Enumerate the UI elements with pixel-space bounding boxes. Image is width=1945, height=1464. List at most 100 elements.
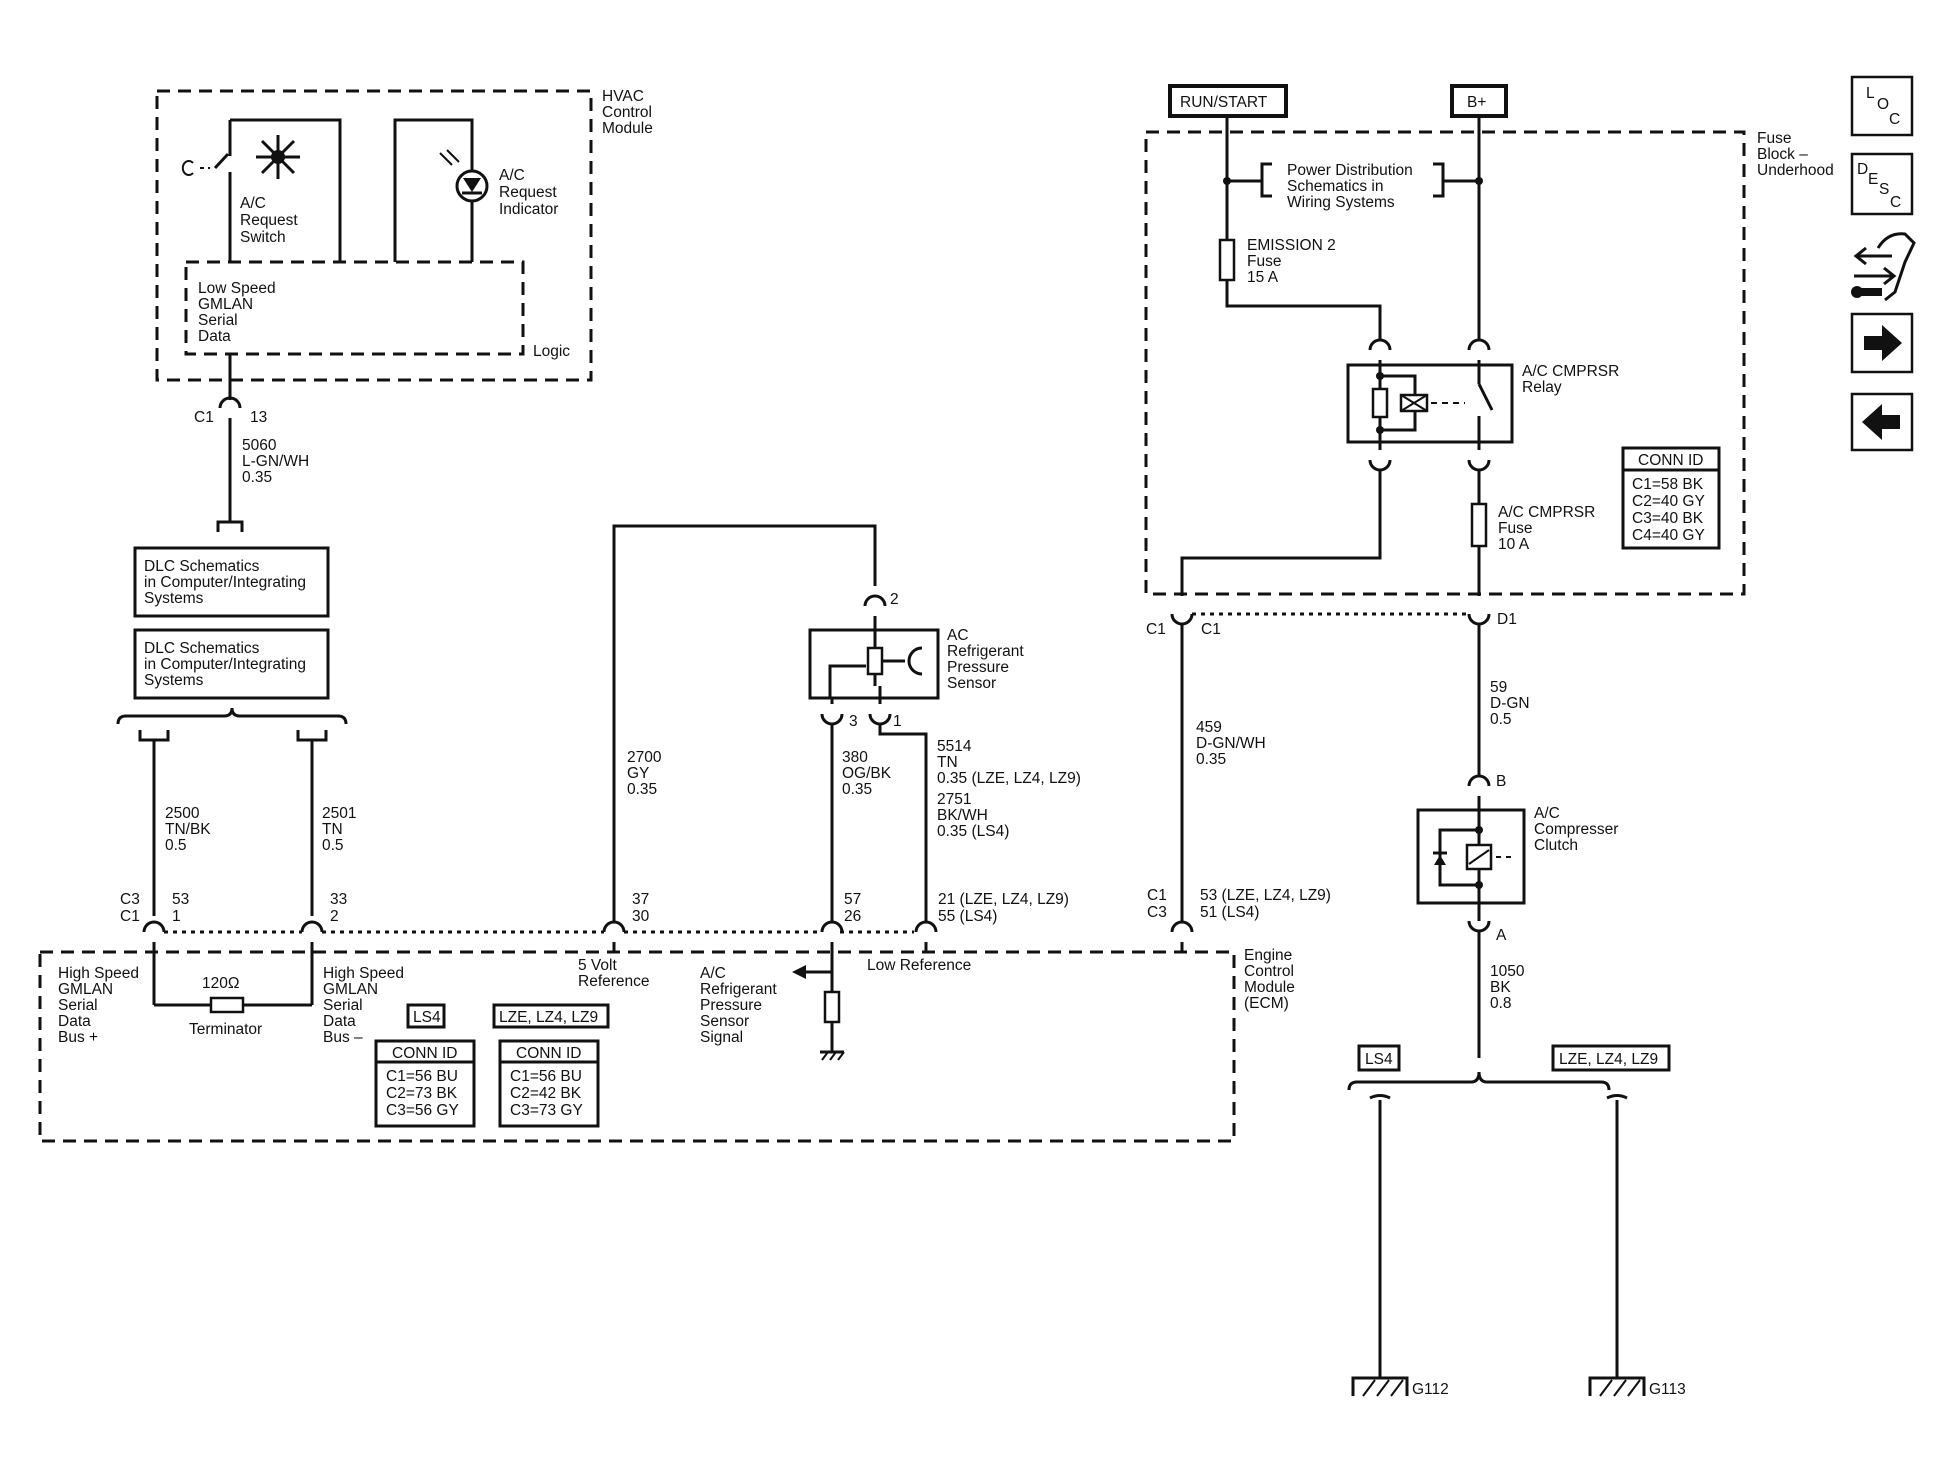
svg-text:Serial: Serial bbox=[198, 312, 238, 329]
svg-text:LZE, LZ4, LZ9: LZE, LZ4, LZ9 bbox=[1559, 1051, 1658, 1068]
svg-text:33: 33 bbox=[330, 891, 347, 908]
svg-text:Compresser: Compresser bbox=[1534, 821, 1618, 838]
ac-cmprsr-relay: A/C CMPRSR Relay bbox=[1346, 360, 1619, 450]
ac-request-switch: A/C Request Switch bbox=[181, 118, 342, 262]
svg-text:Wiring Systems: Wiring Systems bbox=[1287, 194, 1395, 211]
svg-text:Serial: Serial bbox=[323, 997, 363, 1014]
svg-text:2751: 2751 bbox=[937, 791, 971, 808]
svg-text:C: C bbox=[1889, 111, 1900, 128]
svg-text:A/C: A/C bbox=[499, 167, 525, 184]
svg-text:Sensor: Sensor bbox=[947, 675, 996, 692]
svg-text:BK/WH: BK/WH bbox=[937, 807, 988, 824]
svg-text:2: 2 bbox=[890, 591, 899, 608]
svg-text:C3: C3 bbox=[120, 891, 140, 908]
svg-text:Clutch: Clutch bbox=[1534, 837, 1578, 854]
ac-compressor-clutch: A/C Compresser Clutch bbox=[1416, 796, 1618, 921]
svg-text:Fuse: Fuse bbox=[1757, 130, 1791, 147]
svg-text:55 (LS4): 55 (LS4) bbox=[938, 908, 997, 925]
ground-icon bbox=[820, 1050, 845, 1061]
fuse-block-underhood: RUN/START B+ Fuse Block – Underhood Powe… bbox=[1144, 84, 1834, 638]
svg-text:53: 53 bbox=[172, 891, 189, 908]
hvac-lan-circuit: C1 13 5060 L-GN/WH 0.35 bbox=[194, 354, 309, 532]
svg-text:AC: AC bbox=[947, 627, 969, 644]
svg-text:3: 3 bbox=[849, 713, 858, 730]
svg-text:LS4: LS4 bbox=[1365, 1051, 1393, 1068]
svg-text:G112: G112 bbox=[1412, 1381, 1449, 1398]
description-button[interactable]: D E S C bbox=[1850, 152, 1914, 216]
svg-text:A/C: A/C bbox=[700, 965, 726, 982]
svg-text:Systems: Systems bbox=[144, 590, 204, 607]
svg-text:Underhood: Underhood bbox=[1757, 162, 1834, 179]
lze-ground-tag: LZE, LZ4, LZ9 bbox=[1551, 1044, 1671, 1072]
svg-text:G113: G113 bbox=[1649, 1381, 1686, 1398]
forward-arrow-button[interactable] bbox=[1850, 312, 1914, 374]
svg-text:1: 1 bbox=[893, 713, 902, 730]
dlc-schematic-box-2[interactable]: DLC Schematics in Computer/Integrating S… bbox=[133, 628, 330, 700]
svg-text:0.35 (LZE, LZ4, LZ9): 0.35 (LZE, LZ4, LZ9) bbox=[937, 770, 1081, 787]
svg-text:C2=73 BK: C2=73 BK bbox=[386, 1085, 458, 1102]
svg-text:RUN/START: RUN/START bbox=[1180, 94, 1268, 111]
ac-request-indicator: A/C Request Indicator bbox=[393, 118, 558, 262]
svg-text:C1: C1 bbox=[1146, 621, 1166, 638]
svg-text:Refrigerant: Refrigerant bbox=[947, 643, 1024, 660]
svg-text:53 (LZE, LZ4, LZ9): 53 (LZE, LZ4, LZ9) bbox=[1200, 887, 1331, 904]
lze-option-tag: LZE, LZ4, LZ9 bbox=[492, 1003, 610, 1029]
location-button[interactable]: L O C bbox=[1850, 75, 1914, 137]
svg-text:O: O bbox=[1877, 96, 1889, 113]
svg-text:Logic: Logic bbox=[533, 343, 570, 360]
svg-text:L: L bbox=[1866, 85, 1875, 102]
svg-text:C2=40 GY: C2=40 GY bbox=[1632, 493, 1705, 510]
svg-text:Control: Control bbox=[602, 104, 652, 121]
svg-text:A/C CMPRSR: A/C CMPRSR bbox=[1522, 363, 1619, 380]
emission-2-fuse: EMISSION 2 Fuse 15 A bbox=[1218, 237, 1336, 286]
svg-text:Data: Data bbox=[58, 1013, 91, 1030]
svg-text:Fuse: Fuse bbox=[1247, 253, 1281, 270]
svg-text:Pressure: Pressure bbox=[947, 659, 1009, 676]
svg-text:E: E bbox=[1868, 171, 1878, 188]
compressor-clutch-circuit: 459 D-GN/WH 0.35 C1 C3 53 (LZE, LZ4, LZ9… bbox=[1147, 624, 1686, 1398]
svg-text:1: 1 bbox=[172, 908, 181, 925]
svg-text:51 (LS4): 51 (LS4) bbox=[1200, 904, 1259, 921]
svg-text:C2=42 BK: C2=42 BK bbox=[510, 1085, 582, 1102]
snowflake-icon bbox=[256, 135, 300, 179]
svg-text:Terminator: Terminator bbox=[189, 1021, 262, 1038]
svg-text:L-GN/WH: L-GN/WH bbox=[242, 453, 309, 470]
svg-text:Bus +: Bus + bbox=[58, 1029, 98, 1046]
svg-text:Fuse: Fuse bbox=[1498, 520, 1532, 537]
svg-text:120Ω: 120Ω bbox=[202, 975, 239, 992]
ecm-conn-id-table-ls4: CONN ID C1=56 BU C2=73 BK C3=56 GY bbox=[374, 1039, 476, 1128]
svg-text:DLC Schematics: DLC Schematics bbox=[144, 558, 260, 575]
hvac-control-module: HVAC Control Module A/C Request Switch bbox=[155, 88, 653, 382]
svg-text:C1=56 BU: C1=56 BU bbox=[510, 1068, 582, 1085]
svg-text:37: 37 bbox=[632, 891, 649, 908]
back-arrow-button[interactable] bbox=[1850, 392, 1914, 452]
svg-text:Pressure: Pressure bbox=[700, 997, 762, 1014]
svg-text:0.5: 0.5 bbox=[165, 837, 187, 854]
dlc-schematic-box-1[interactable]: DLC Schematics in Computer/Integrating S… bbox=[133, 546, 330, 618]
svg-text:LZE, LZ4, LZ9: LZE, LZ4, LZ9 bbox=[499, 1009, 598, 1026]
led-icon bbox=[439, 149, 489, 203]
svg-text:0.8: 0.8 bbox=[1490, 995, 1512, 1012]
svg-text:Serial: Serial bbox=[58, 997, 98, 1014]
signal-input-arrow-icon bbox=[792, 965, 832, 979]
diagnostic-connector-icon[interactable] bbox=[1851, 232, 1916, 302]
svg-text:Block –: Block – bbox=[1757, 146, 1808, 163]
svg-text:C1=56 BU: C1=56 BU bbox=[386, 1068, 458, 1085]
fuse-block-conn-id-table: CONN ID C1=58 BK C2=40 GY C3=40 BK C4=40… bbox=[1621, 446, 1721, 550]
svg-text:0.35: 0.35 bbox=[1196, 751, 1226, 768]
svg-text:59: 59 bbox=[1490, 679, 1507, 696]
svg-text:Control: Control bbox=[1244, 963, 1294, 980]
svg-text:in Computer/Integrating: in Computer/Integrating bbox=[144, 574, 306, 591]
svg-text:Request: Request bbox=[240, 212, 298, 229]
svg-text:Data: Data bbox=[323, 1013, 356, 1030]
svg-text:OG/BK: OG/BK bbox=[842, 765, 892, 782]
svg-text:D1: D1 bbox=[1497, 611, 1517, 628]
ls4-option-tag: LS4 bbox=[406, 1003, 446, 1029]
svg-text:Power Distribution: Power Distribution bbox=[1287, 162, 1413, 179]
svg-text:C1: C1 bbox=[1147, 887, 1167, 904]
svg-text:A/C: A/C bbox=[240, 195, 266, 212]
svg-text:C1=58 BK: C1=58 BK bbox=[1632, 476, 1704, 493]
svg-text:30: 30 bbox=[632, 908, 650, 925]
svg-text:Bus –: Bus – bbox=[323, 1029, 363, 1046]
